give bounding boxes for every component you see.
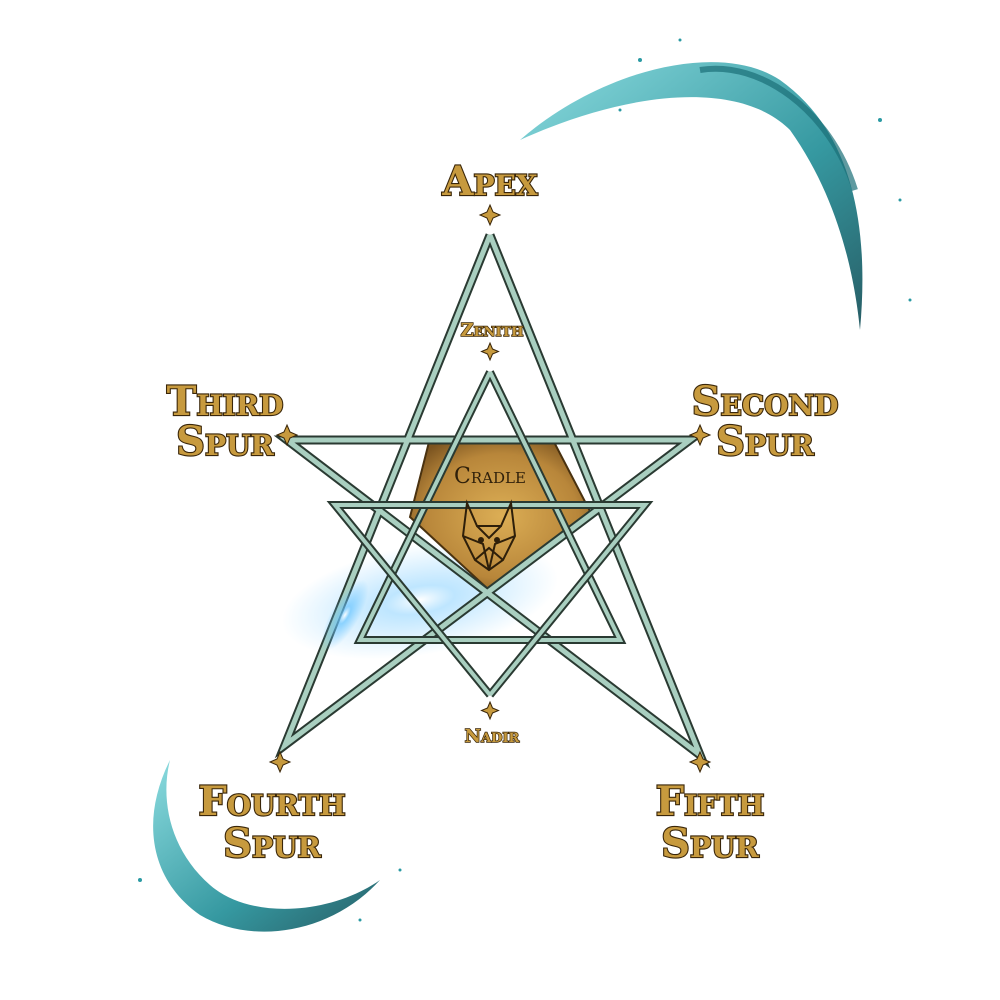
nadir-marker-icon [480,700,500,721]
fifth-spur-label-line2: Spur [661,820,759,867]
second-spur-marker-icon [688,423,712,447]
inner-star [326,370,654,698]
cradle-label: Cradle [454,464,526,489]
third-spur-marker-icon [275,423,299,447]
fourth-spur-label-line2: Spur [223,820,321,867]
fourth-spur-marker-icon [268,750,292,774]
zenith-marker-icon [480,341,500,362]
fourth-spur-label-line1: Fourth [198,778,345,825]
fifth-spur-label-line1: Fifth [656,778,765,825]
second-spur-label-line2: Spur [716,418,814,465]
decorative-swirl-bottom-left [138,760,402,932]
zenith-label: Zenith [461,320,524,341]
outer-star [273,233,711,769]
fox-head-icon [461,499,517,572]
fifth-spur-marker-icon [688,750,712,774]
second-spur-label-line1: Second [692,378,839,425]
third-spur-label-line2: Spur [176,418,274,465]
star-markers [268,203,712,774]
third-spur-label-line1: Third [167,378,284,425]
decorative-swirl-top-right [520,38,912,330]
apex-marker-icon [478,203,502,227]
glow-highlight [321,579,369,651]
nadir-label: Nadir [465,726,520,747]
apex-label: Apex [441,158,537,205]
